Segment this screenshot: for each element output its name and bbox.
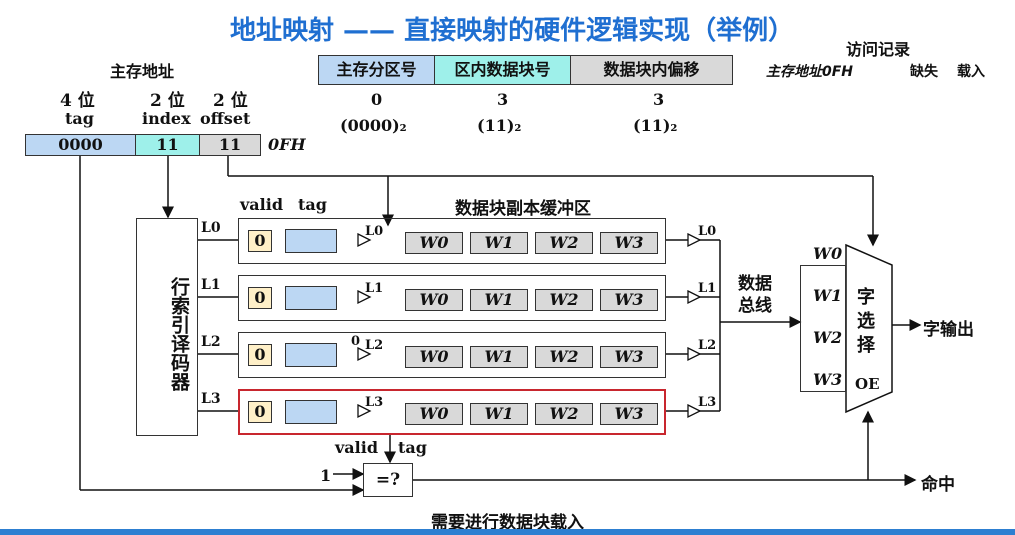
buffer-title: 数据块副本缓冲区 (455, 199, 591, 219)
tag-field: 0000 (25, 134, 136, 156)
data-bus-label: 数据总线 (738, 274, 772, 316)
tag-slot-0 (285, 229, 337, 253)
valid-bit-2: 0 (248, 344, 272, 366)
sel-input-w2: W2 (813, 328, 843, 347)
sel-input-w1: W1 (813, 286, 843, 305)
tag-slot-1 (285, 286, 337, 310)
index-name: index (142, 109, 191, 128)
hit-label: 命中 (921, 475, 955, 495)
cache-line-2 (238, 332, 666, 378)
word-cell: W0 (405, 289, 463, 311)
valid-bit-1: 0 (248, 287, 272, 309)
offset-field: 11 (199, 134, 261, 156)
word-output-label: 字输出 (923, 320, 974, 340)
valid-label: valid (240, 195, 284, 214)
row-index-decoder: 行索引译码器 (136, 218, 198, 436)
tag-label: tag (298, 195, 327, 214)
index-field: 11 (135, 134, 200, 156)
word-cell: W3 (600, 403, 658, 425)
page-title: 地址映射 —— 直接映射的硬件逻辑实现（举例） (230, 16, 795, 46)
word-cell: W3 (600, 232, 658, 254)
out-label-0: L0 (698, 224, 717, 239)
gate-label-3: L3 (365, 395, 384, 410)
offset-bits: 2 位 (213, 91, 248, 111)
cache-line-3-selected (238, 389, 666, 435)
header-val-1: 3 (497, 90, 509, 109)
header-field-1: 区内数据块号 (434, 55, 571, 85)
word-cell: W1 (470, 346, 528, 368)
access-record-addr: 主存地址0FH (766, 64, 854, 80)
word-cell: W0 (405, 232, 463, 254)
word-cell: W0 (405, 403, 463, 425)
line-label-1: L1 (201, 277, 221, 293)
out-label-2: L2 (698, 338, 717, 353)
index-bits: 2 位 (150, 91, 185, 111)
line-label-3: L3 (201, 391, 221, 407)
word-cell: W2 (535, 289, 593, 311)
gate-label-1: L1 (365, 281, 384, 296)
word-cell: W2 (535, 403, 593, 425)
access-record-load: 载入 (957, 64, 985, 80)
header-bin-2: (11)₂ (633, 116, 678, 135)
offset-name: offset (200, 109, 251, 128)
line-label-0: L0 (201, 220, 221, 236)
gate-zero-mark: 0 (351, 334, 361, 349)
gate-label-0: L0 (365, 224, 384, 239)
addr-label: 主存地址 (110, 62, 175, 81)
header-field-0: 主存分区号 (318, 55, 435, 85)
header-bin-1: (11)₂ (477, 116, 522, 135)
sel-input-w3: W3 (813, 370, 843, 389)
out-label-3: L3 (698, 395, 717, 410)
access-record-heading: 访问记录 (846, 40, 911, 59)
out-label-1: L1 (698, 281, 717, 296)
cache-line-1 (238, 275, 666, 321)
oe-label: OE (855, 375, 880, 393)
tag-slot-2 (285, 343, 337, 367)
tag-name: tag (65, 109, 94, 128)
valid-bit-3: 0 (248, 401, 272, 423)
header-bin-0: (0000)₂ (340, 116, 407, 135)
word-cell: W1 (470, 232, 528, 254)
word-cell: W2 (535, 346, 593, 368)
footer-bar (0, 529, 1015, 535)
word-cell: W3 (600, 346, 658, 368)
word-cell: W1 (470, 289, 528, 311)
comparator: =? (363, 463, 413, 497)
selector-input-column (800, 265, 846, 392)
compare-valid-label: valid (335, 438, 379, 457)
tag-bits: 4 位 (60, 91, 95, 111)
header-val-2: 3 (653, 90, 665, 109)
compare-one: 1 (320, 466, 332, 485)
word-selector-label: 字选择 (857, 287, 875, 356)
compare-tag-label: tag (398, 438, 427, 457)
access-record-miss: 缺失 (910, 64, 938, 80)
gate-label-2: L2 (365, 338, 384, 353)
valid-bit-0: 0 (248, 230, 272, 252)
line-label-2: L2 (201, 334, 221, 350)
tag-slot-3 (285, 400, 337, 424)
cache-line-0 (238, 218, 666, 264)
header-val-0: 0 (371, 90, 383, 109)
header-field-2: 数据块内偏移 (570, 55, 733, 85)
word-cell: W1 (470, 403, 528, 425)
word-cell: W2 (535, 232, 593, 254)
subtitle-caption: 需要进行数据块载入 (431, 513, 584, 533)
word-cell: W3 (600, 289, 658, 311)
hex-addr: 0FH (268, 135, 306, 154)
word-cell: W0 (405, 346, 463, 368)
sel-input-w0: W0 (813, 244, 843, 263)
